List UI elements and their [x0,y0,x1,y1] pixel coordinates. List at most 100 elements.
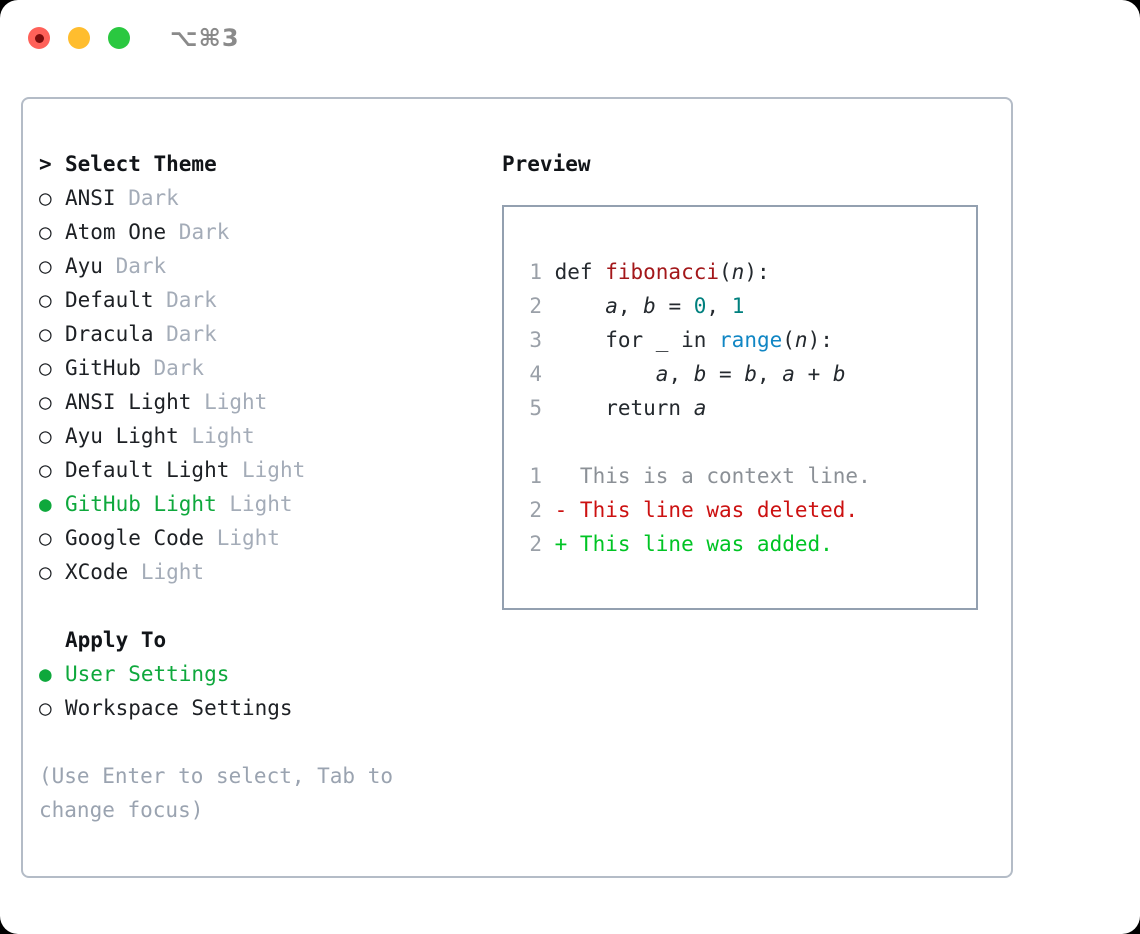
code-line-number: 1 [529,464,542,488]
code-token: in [668,328,720,352]
code-line-number: 2 [529,498,542,522]
code-line: 3 for _ in range(n): [522,323,968,357]
code-token: ): [807,328,833,352]
theme-name: Ayu Light [65,424,179,448]
theme-kind-badge: Light [229,458,306,482]
theme-name: ANSI [65,186,116,210]
code-line: 4 a, b = b, a + b [522,357,968,391]
theme-kind-badge: Light [191,390,268,414]
radio-unselected-icon: ○ [39,458,65,482]
theme-list-item[interactable]: ○ ANSI Dark [39,181,489,215]
radio-unselected-icon: ○ [39,220,65,244]
radio-unselected-icon: ○ [39,696,65,720]
code-line-number: 1 [529,260,542,284]
code-token: _ [655,328,669,352]
theme-name: Default [65,288,154,312]
theme-kind-badge: Light [204,526,280,550]
theme-name: Dracula [65,322,154,346]
code-line [522,425,968,459]
theme-kind-badge: Dark [166,220,230,244]
code-token: a [655,362,669,386]
code-token: = [706,362,745,386]
radio-unselected-icon: ○ [39,254,65,278]
code-token: + This line was added. [542,532,833,556]
theme-list-item[interactable]: ○ XCode Light [39,555,489,589]
theme-kind-badge: Dark [153,322,217,346]
theme-list-item[interactable]: ○ Atom One Dark [39,215,489,249]
minimize-button[interactable] [68,27,90,49]
code-token: n [794,328,808,352]
theme-picker-column: > Select Theme ○ ANSI Dark○ Atom One Dar… [39,147,489,827]
radio-unselected-icon: ○ [39,560,65,584]
code-token: range [719,328,783,352]
code-token: - This line was deleted. [542,498,859,522]
apply-to-option[interactable]: ○ Workspace Settings [39,691,489,725]
code-line: 5 return a [522,391,968,425]
radio-unselected-icon: ○ [39,288,65,312]
radio-selected-icon: ● [39,492,65,516]
apply-to-option[interactable]: ● User Settings [39,657,489,691]
radio-unselected-icon: ○ [39,322,65,346]
theme-name: Atom One [65,220,167,244]
code-token: b [643,294,656,318]
theme-list-item[interactable]: ○ Default Dark [39,283,489,317]
code-line-number: 4 [529,362,542,386]
code-line-number: 3 [529,328,542,352]
code-line: 1 def fibonacci(n): [522,255,968,289]
theme-list-item[interactable]: ○ Dracula Dark [39,317,489,351]
code-token: b [693,362,707,386]
preview-column: Preview 1 def fibonacci(n):2 a, b = 0, 1… [502,147,992,610]
theme-list-item[interactable]: ○ Ayu Light Light [39,419,489,453]
code-token [542,294,605,318]
code-token: This is a context line. [542,464,871,488]
code-token: a [693,396,707,420]
theme-name: Google Code [65,526,205,550]
keyboard-shortcut-label: ⌥⌘3 [170,24,240,52]
theme-list-item[interactable]: ○ GitHub Dark [39,351,489,385]
code-line: 2 a, b = 0, 1 [522,289,968,323]
apply-to-header: Apply To [39,623,489,657]
code-line-number: 2 [529,532,542,556]
code-token: a [605,294,618,318]
theme-kind-badge: Light [128,560,205,584]
apply-to-option-label: User Settings [65,662,230,686]
code-token: ( [719,260,732,284]
preview-title: Preview [502,152,591,176]
theme-list-item[interactable]: ○ Ayu Dark [39,249,489,283]
radio-unselected-icon: ○ [39,186,65,210]
code-token: for [542,328,656,352]
theme-list-item[interactable]: ○ Google Code Light [39,521,489,555]
cursor-caret-icon: > [39,152,65,176]
radio-unselected-icon: ○ [39,526,65,550]
theme-name: ANSI Light [65,390,192,414]
code-token: 1 [731,294,745,318]
main-panel: > Select Theme ○ ANSI Dark○ Atom One Dar… [21,97,1013,878]
radio-selected-icon: ● [39,662,65,686]
code-token: ( [782,328,795,352]
theme-list-item[interactable]: ○ Default Light Light [39,453,489,487]
select-theme-header: > Select Theme [39,147,489,181]
theme-list: ○ ANSI Dark○ Atom One Dark○ Ayu Dark○ De… [39,181,489,589]
code-token: , [706,294,732,318]
maximize-button[interactable] [108,27,130,49]
code-line-number: 2 [529,294,542,318]
close-button[interactable] [28,27,50,49]
theme-kind-badge: Dark [102,254,167,278]
theme-list-item[interactable]: ○ ANSI Light Light [39,385,489,419]
theme-list-item[interactable]: ● GitHub Light Light [39,487,489,521]
theme-name: GitHub Light [65,492,217,516]
code-line: 1 This is a context line. [522,459,968,493]
apply-to-header-indent [39,623,65,657]
theme-name: GitHub [65,356,141,380]
radio-unselected-icon: ○ [39,390,65,414]
code-line: 2 + This line was added. [522,527,968,561]
code-token: 0 [693,294,707,318]
apply-to-options: ● User Settings○ Workspace Settings [39,657,489,725]
theme-kind-badge: Dark [140,356,205,380]
keyboard-hint-text: (Use Enter to select, Tab to change focu… [39,764,406,822]
code-token: , [668,362,694,386]
select-theme-header-label: Select Theme [65,152,217,176]
